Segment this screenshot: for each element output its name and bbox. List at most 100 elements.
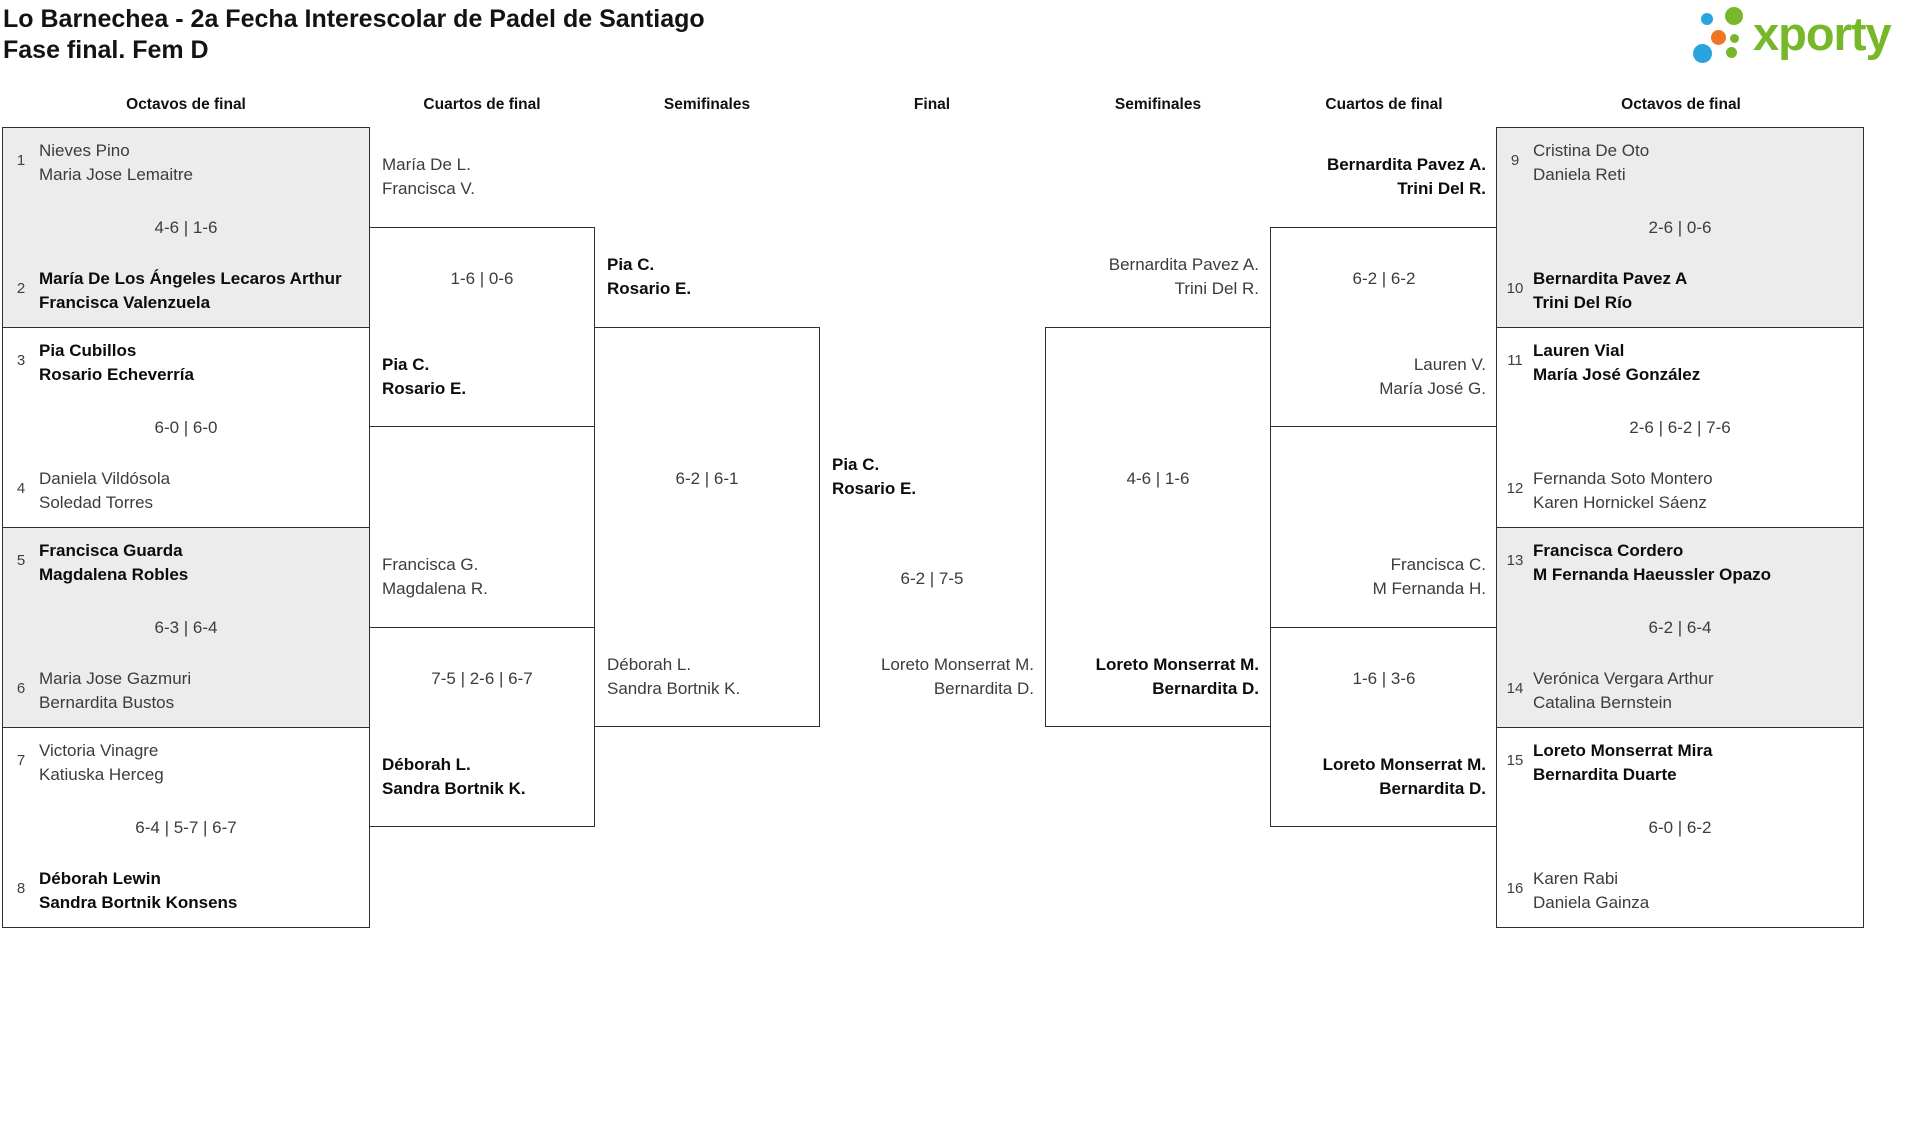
page-subtitle: Fase final. Fem D [3, 36, 209, 64]
team-line: Karen Rabi [1533, 869, 1619, 888]
team-line: Déborah Lewin [39, 869, 161, 888]
match-qf2-box [369, 627, 595, 827]
sf1-score: 6-2 | 6-1 [675, 469, 739, 488]
seed-number: 12 [1506, 480, 1524, 497]
logo-dot-icon [1730, 34, 1739, 43]
final-team-a: Pia C. Rosario E. [832, 453, 916, 501]
team-line: Pia C. [382, 355, 430, 374]
qf3-team-a: Bernardita Pavez A. Trini Del R. [1327, 153, 1486, 201]
team-line: Trini Del Río [1533, 293, 1633, 312]
team-line: Maria Jose Gazmuri [39, 669, 192, 688]
team-b: Bernardita Pavez A Trini Del Río [1533, 267, 1687, 315]
team-line: Pia C. [832, 455, 880, 474]
team-line: Magdalena R. [382, 579, 488, 598]
match-of5: 9 Cristina De Oto Daniela Reti 2-6 | 0-6… [1496, 127, 1864, 328]
seed-number: 14 [1506, 680, 1524, 697]
qf4-team-b: Loreto Monserrat M. Bernardita D. [1323, 753, 1486, 801]
seed-number: 11 [1507, 352, 1523, 369]
round-header-cuartos-right: Cuartos de final [1325, 96, 1443, 113]
team-line: Loreto Monserrat M. [880, 655, 1034, 674]
team-line: Daniela Vildósola [39, 469, 171, 488]
match-score: 6-2 | 6-4 [1648, 618, 1712, 637]
team-line: Catalina Bernstein [1533, 693, 1672, 712]
team-line: Bernardita D. [933, 679, 1034, 698]
qf1-score: 1-6 | 0-6 [450, 269, 514, 288]
match-score: 2-6 | 6-2 | 7-6 [1629, 418, 1731, 437]
team-line: Déborah L. [382, 755, 471, 774]
team-a: Francisca Guarda Magdalena Robles [39, 539, 188, 587]
team-line: Cristina De Oto [1533, 141, 1650, 160]
seed-number: 3 [16, 352, 26, 369]
qf2-score: 7-5 | 2-6 | 6-7 [431, 669, 533, 688]
match-score: 6-3 | 6-4 [154, 618, 218, 637]
team-line: Bernardita D. [1379, 779, 1486, 798]
team-b: Déborah Lewin Sandra Bortnik Konsens [39, 867, 237, 915]
sf2-team-b: Loreto Monserrat M. Bernardita D. [1096, 653, 1259, 701]
team-line: Rosario Echeverría [39, 365, 194, 384]
team-a: Pia Cubillos Rosario Echeverría [39, 339, 194, 387]
team-line: Magdalena Robles [39, 565, 189, 584]
team-a: Victoria Vinagre Katiuska Herceg [39, 739, 164, 787]
team-line: Sandra Bortnik K. [382, 779, 526, 798]
team-line: Francisca G. [382, 555, 479, 574]
seed-number: 16 [1506, 880, 1524, 897]
qf2-team-a: Francisca G. Magdalena R. [382, 553, 488, 601]
logo-dot-icon [1701, 13, 1713, 25]
match-of2: 3 Pia Cubillos Rosario Echeverría 6-0 | … [2, 327, 370, 528]
logo-dot-icon [1726, 47, 1737, 58]
round-header-semis-left: Semifinales [663, 96, 751, 113]
team-line: María José G. [1379, 379, 1486, 398]
logo-dot-icon [1711, 30, 1726, 45]
sf1-team-b: Déborah L. Sandra Bortnik K. [607, 653, 740, 701]
team-line: Soledad Torres [39, 493, 154, 512]
logo-dot-icon [1725, 7, 1743, 25]
qf1-team-a: María De L. Francisca V. [382, 153, 475, 201]
seed-number: 2 [16, 280, 26, 297]
match-of3: 5 Francisca Guarda Magdalena Robles 6-3 … [2, 527, 370, 728]
team-line: Trini Del R. [1397, 179, 1486, 198]
team-line: Pia C. [607, 255, 655, 274]
team-line: Maria Jose Lemaitre [39, 165, 194, 184]
team-line: Francisca Cordero [1533, 541, 1684, 560]
team-b: Verónica Vergara Arthur Catalina Bernste… [1533, 667, 1714, 715]
final-score: 6-2 | 7-5 [900, 569, 964, 588]
seed-number: 8 [16, 880, 26, 897]
sf2-score: 4-6 | 1-6 [1126, 469, 1190, 488]
seed-number: 10 [1506, 280, 1524, 297]
seed-number: 13 [1506, 552, 1524, 569]
match-score: 6-4 | 5-7 | 6-7 [135, 818, 237, 837]
seed-number: 15 [1506, 752, 1524, 769]
round-header-final: Final [913, 96, 951, 113]
match-qf4-box [1270, 627, 1497, 827]
team-b: Karen Rabi Daniela Gainza [1533, 867, 1649, 915]
team-line: Bernardita Pavez A. [1108, 255, 1259, 274]
team-line: Nieves Pino [39, 141, 130, 160]
match-qf3-box [1270, 227, 1497, 427]
team-line: Lauren Vial [1533, 341, 1625, 360]
team-line: Fernanda Soto Montero [1533, 469, 1713, 488]
seed-number: 7 [16, 752, 26, 769]
team-line: María De L. [382, 155, 471, 174]
team-line: Pia Cubillos [39, 341, 137, 360]
team-line: Victoria Vinagre [39, 741, 159, 760]
seed-number: 1 [16, 152, 26, 169]
qf3-score: 6-2 | 6-2 [1352, 269, 1416, 288]
team-line: M Fernanda H. [1372, 579, 1486, 598]
match-sf2-box [1045, 327, 1271, 727]
team-line: Bernardita Duarte [1533, 765, 1677, 784]
team-line: Katiuska Herceg [39, 765, 164, 784]
match-of1: 1 Nieves Pino Maria Jose Lemaitre 4-6 | … [2, 127, 370, 328]
team-line: Trini Del R. [1174, 279, 1259, 298]
team-line: Francisca Valenzuela [39, 293, 211, 312]
team-a: Francisca Cordero M Fernanda Haeussler O… [1533, 539, 1771, 587]
logo-dot-icon [1693, 44, 1712, 63]
team-line: Karen Hornickel Sáenz [1533, 493, 1707, 512]
team-line: Lauren V. [1413, 355, 1486, 374]
qf4-score: 1-6 | 3-6 [1352, 669, 1416, 688]
team-a: Nieves Pino Maria Jose Lemaitre [39, 139, 193, 187]
round-header-octavos-left: Octavos de final [126, 96, 246, 113]
match-of4: 7 Victoria Vinagre Katiuska Herceg 6-4 |… [2, 727, 370, 928]
qf2-team-b: Déborah L. Sandra Bortnik K. [382, 753, 526, 801]
xporty-logo[interactable]: xporty [1688, 4, 1916, 72]
team-line: Rosario E. [832, 479, 917, 498]
